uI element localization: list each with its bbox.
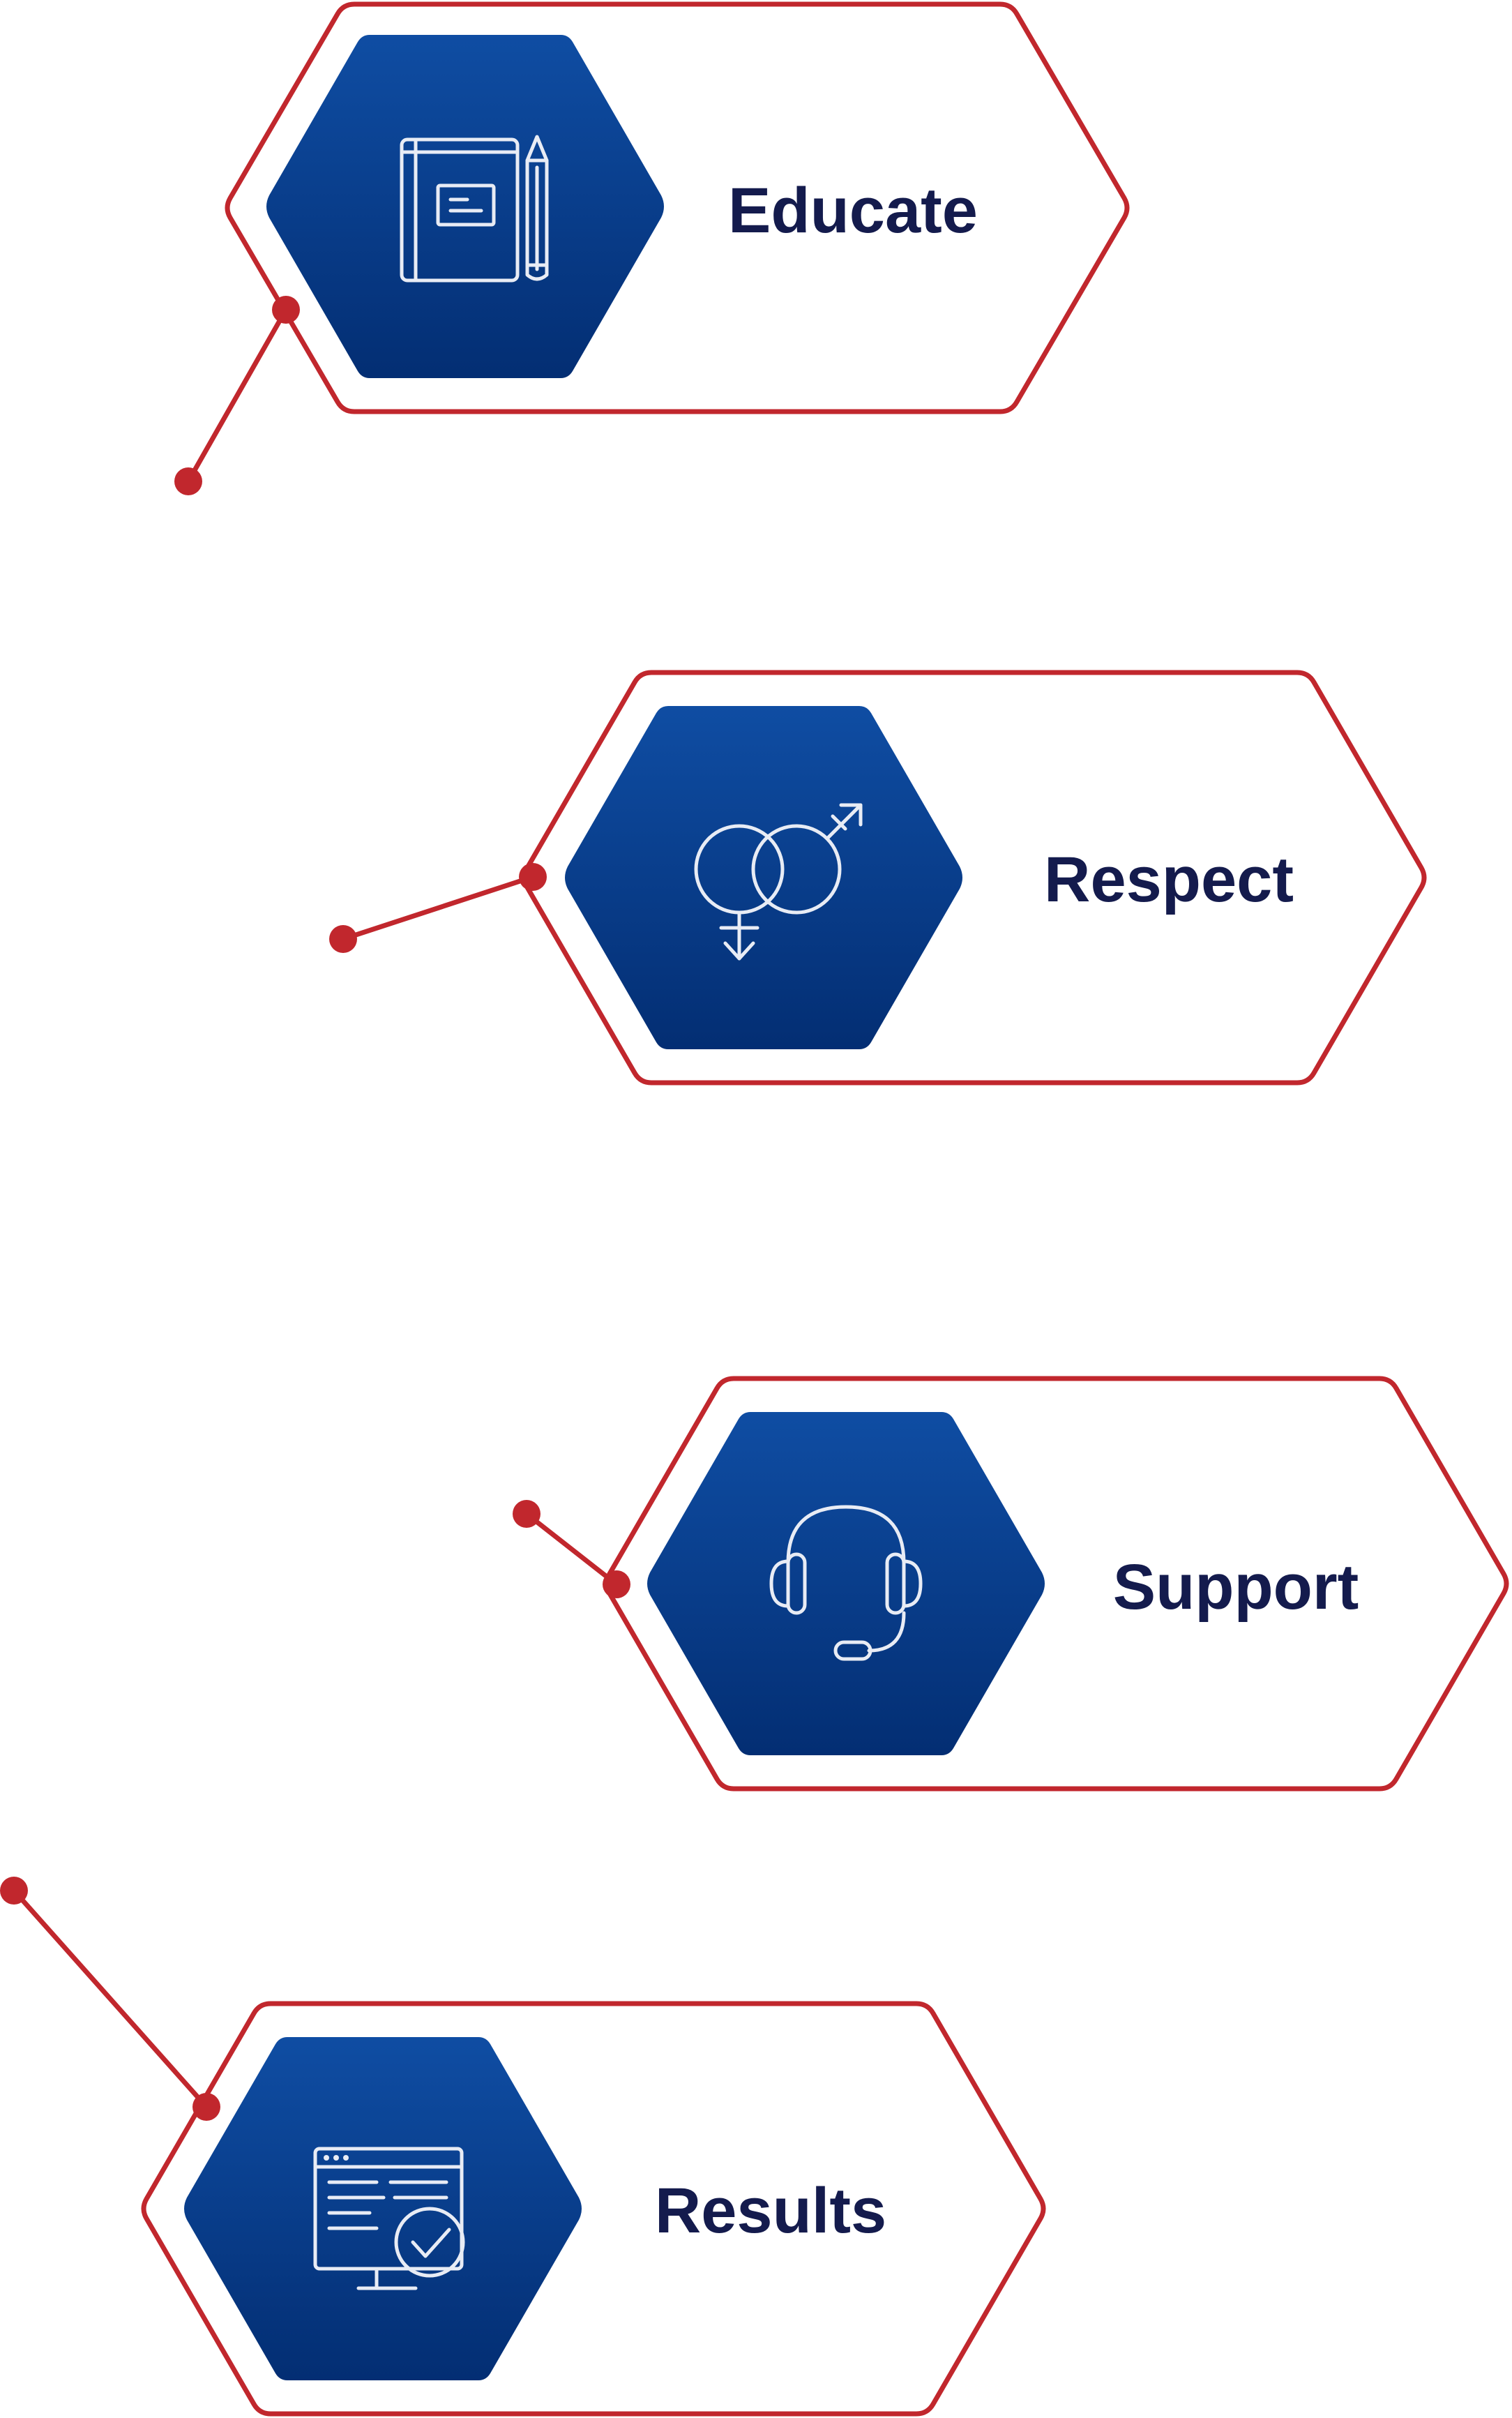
connector-dot-outer <box>0 1877 28 1905</box>
step-hexagon <box>266 35 664 378</box>
notebook-pencil-icon <box>400 135 549 283</box>
connector-dot-inner <box>272 296 300 324</box>
monitor-check-icon <box>313 2147 465 2290</box>
step-hexagon <box>565 706 962 1049</box>
headset-icon <box>769 1505 923 1661</box>
step-respect: Respect <box>329 670 1427 1086</box>
step-results: Results <box>0 1877 1046 2417</box>
step-educate: Educate <box>174 1 1130 495</box>
connector-line <box>11 1888 209 2110</box>
connector-line <box>524 1511 619 1587</box>
connector-dot-inner <box>603 1570 630 1598</box>
step-label: Results <box>655 2175 886 2246</box>
connector-dot-inner <box>519 863 547 891</box>
step-hexagon <box>647 1412 1045 1755</box>
connector-dot-outer <box>329 925 357 953</box>
gender-symbols-icon <box>694 803 863 961</box>
step-support: Support <box>513 1376 1509 1792</box>
connector-dot-outer <box>513 1500 540 1528</box>
step-label: Respect <box>1044 844 1294 915</box>
connector-dot-outer <box>174 467 202 495</box>
step-label: Support <box>1113 1552 1359 1623</box>
connector-dot-inner <box>192 2093 220 2121</box>
connector-line <box>186 307 289 484</box>
step-hexagon <box>184 2037 582 2380</box>
connector-line <box>340 874 536 942</box>
step-label: Educate <box>728 175 978 246</box>
